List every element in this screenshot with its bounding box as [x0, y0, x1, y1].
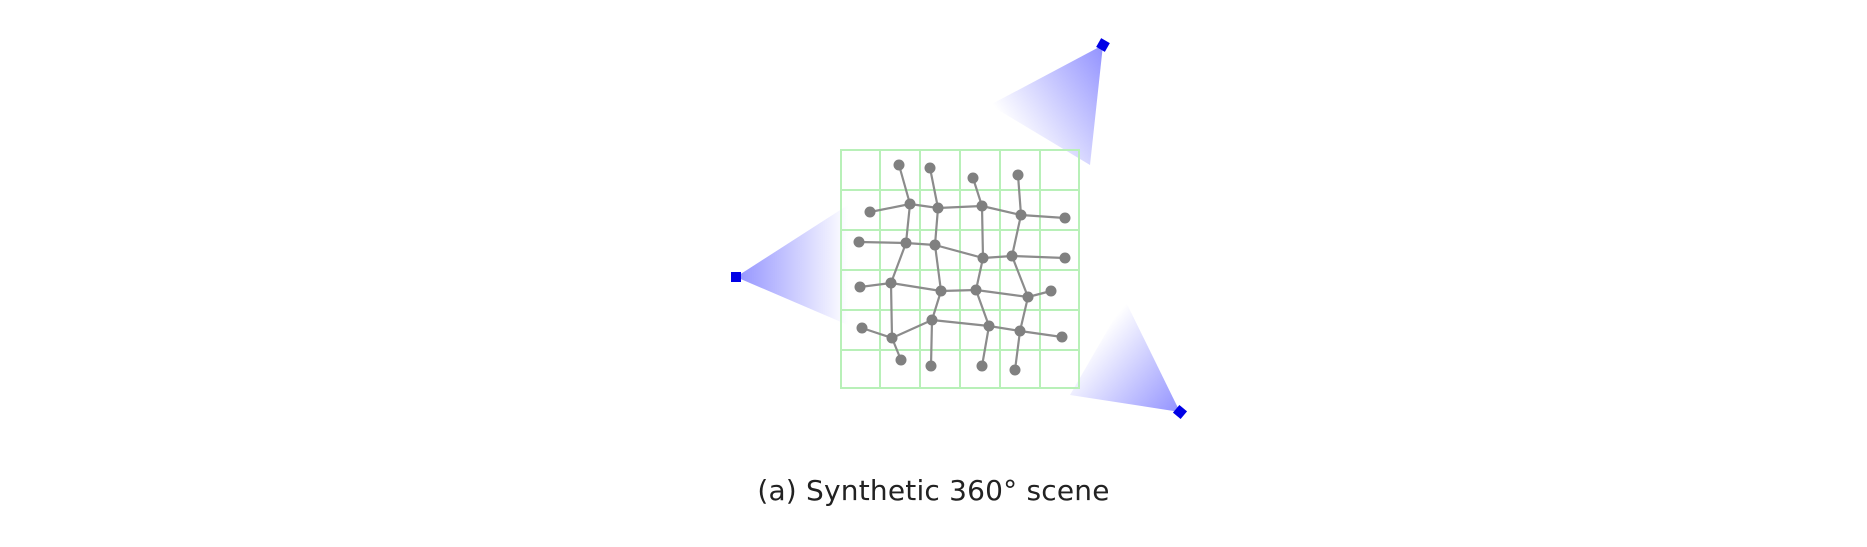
graph-node	[1014, 325, 1026, 337]
graph-node	[885, 277, 897, 289]
graph-node	[925, 360, 937, 372]
graph-node	[976, 200, 988, 212]
graph-node	[924, 162, 936, 174]
graph-node	[1045, 285, 1057, 297]
graph-node	[893, 159, 905, 171]
graph-node	[853, 236, 865, 248]
graph-node	[900, 237, 912, 249]
graph-node	[864, 206, 876, 218]
graph-node	[932, 202, 944, 214]
camera-marker-top	[1096, 38, 1110, 52]
graph-node	[1059, 252, 1071, 264]
graph-node	[929, 239, 941, 251]
graph-node	[1022, 291, 1034, 303]
graph-node	[1006, 250, 1018, 262]
graph-node	[1015, 209, 1027, 221]
graph-node	[904, 198, 916, 210]
camera-frustum-left	[736, 205, 848, 325]
graph-node	[926, 314, 938, 326]
graph-node	[967, 172, 979, 184]
graph-node	[935, 285, 947, 297]
graph-node	[970, 284, 982, 296]
camera-frustum-top	[990, 45, 1103, 165]
graph-node	[1059, 212, 1071, 224]
graph-node	[856, 322, 868, 334]
graph-node	[886, 332, 898, 344]
graph-node	[977, 252, 989, 264]
camera-marker-left	[731, 272, 741, 282]
graph-node	[854, 281, 866, 293]
camera-marker-bottom	[1172, 404, 1188, 420]
figure-caption: (a) Synthetic 360° scene	[757, 474, 1110, 507]
graph-node	[895, 354, 907, 366]
graph-node	[983, 320, 995, 332]
ground-grid	[840, 149, 1080, 389]
graph-node	[1012, 169, 1024, 181]
graph-node	[976, 360, 988, 372]
camera-frustum-bottom	[1070, 300, 1180, 412]
graph-node	[1009, 364, 1021, 376]
graph-nodes	[853, 159, 1071, 376]
graph-edges	[857, 163, 1067, 372]
graph-node	[1056, 331, 1068, 343]
